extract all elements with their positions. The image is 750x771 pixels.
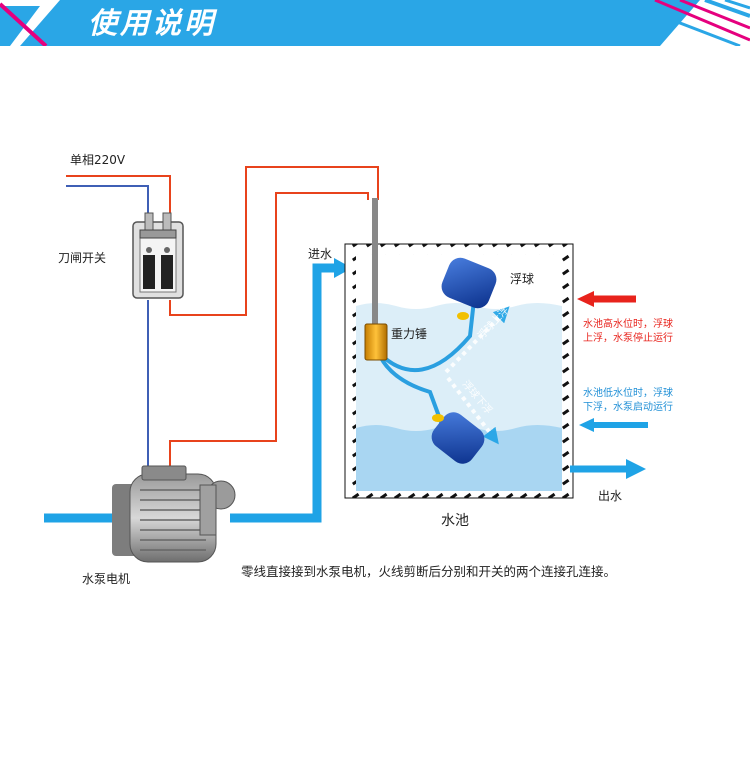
low-level-note-line1: 水池低水位时，浮球 (583, 386, 673, 399)
float-label: 浮球 (510, 272, 534, 286)
banner-right-blue-stripe-1 (704, 0, 750, 18)
banner-graphic (0, 0, 750, 48)
banner-left-stripe (0, 6, 40, 46)
pump-motor-icon (112, 465, 236, 563)
wiring (66, 166, 379, 478)
tank-label: 水池 (441, 513, 469, 529)
weight-icon (364, 323, 388, 361)
knife-switch-icon (132, 212, 184, 299)
switch-label: 刀闸开关 (58, 251, 106, 265)
banner-right-blue-stripe-3 (619, 0, 741, 48)
banner-title: 使用说明 (88, 6, 217, 40)
banner-left-pink-stripe (0, 2, 48, 48)
cable-rod (372, 198, 378, 326)
high-level-note-line1: 水池高水位时，浮球 (583, 317, 673, 330)
inlet-pipe (230, 263, 334, 523)
banner-right-pink-stripe-1 (654, 0, 750, 42)
inlet-arrow (334, 258, 352, 278)
outlet-label: 出水 (598, 489, 622, 503)
weight-label: 重力锤 (391, 326, 427, 341)
float-ball-icon (441, 257, 497, 320)
low-level-note-line2: 下浮，水泵启动运行 (583, 400, 673, 413)
instruction-text: 零线直接接到水泵电机，火线剪断后分别和开关的两个连接孔连接。 (241, 564, 616, 579)
pump-label: 水泵电机 (82, 572, 130, 586)
low-level-arrow (579, 418, 594, 432)
high-level-arrow (577, 291, 594, 307)
banner-right-blue-stripe-2 (724, 0, 750, 10)
neutral-wire-in (66, 185, 149, 215)
banner-bar (20, 0, 700, 46)
float-up-arrow (444, 306, 510, 374)
float-cable-high (376, 299, 476, 373)
live-wire-float-to-pump (169, 192, 369, 478)
outlet-arrow (626, 459, 646, 479)
inlet-label: 进水 (308, 247, 332, 261)
float-ball-low-icon (431, 412, 485, 464)
wiring-diagram: 浮球上浮 浮球下浮 单相220V 刀闸开关 进水 重力锤 (44, 153, 673, 586)
live-wire-in (66, 175, 171, 215)
high-level-note-line2: 上浮，水泵停止运行 (583, 331, 673, 344)
header-banner: 使用说明 (0, 0, 750, 48)
live-wire-switch-to-float (169, 166, 379, 316)
power-label: 单相220V (70, 153, 126, 167)
banner-right-pink-stripe-2 (679, 0, 750, 30)
